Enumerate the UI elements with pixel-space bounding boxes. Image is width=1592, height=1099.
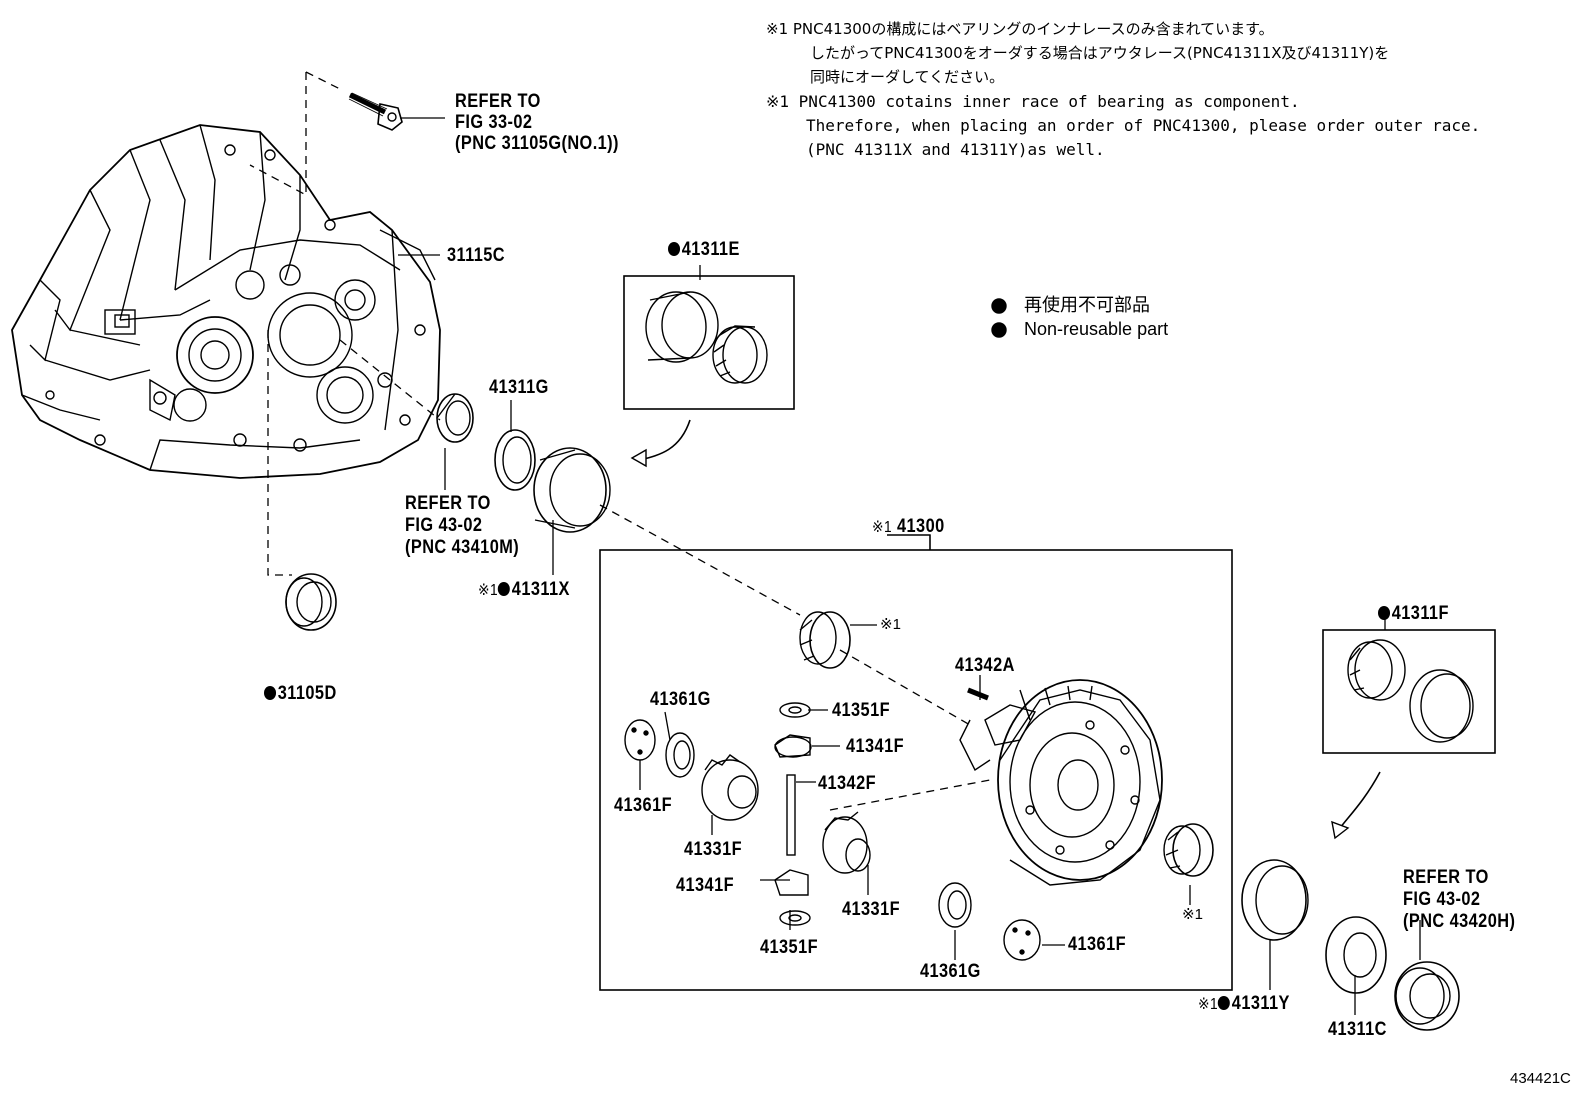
differential-assembly-box [599,534,1233,991]
label-41311c[interactable]: 41311C [1328,1019,1387,1040]
ref-seal-right-line-1: REFER TO [1403,867,1489,888]
ref-seal-left-line-3: (PNC 43410M) [405,537,520,558]
legend-jp: 再使用不可部品 [1024,295,1150,315]
ref-seal-right-line-2: FIG 43-02 [1403,889,1481,910]
leader-lines-dashed [249,71,991,811]
label-41311f[interactable]: 41311F [1378,604,1449,623]
right-bearing-parts-drawing [1241,859,1460,1031]
label-41311e[interactable]: 41311E [668,240,740,259]
label-41342a[interactable]: 41342A [955,655,1015,676]
label-41351f-top[interactable]: 41351F [832,700,891,721]
note-jp-line-3: 同時にオーダしてください。 [810,68,1005,86]
non-reusable-dot-icon [498,582,511,596]
label-41342f[interactable]: 41342F [818,773,877,794]
ref-bolt-line-3: (PNC 31105G(NO.1)) [455,133,619,154]
label-41331f-left[interactable]: 41331F [684,839,743,860]
label-31115c[interactable]: 31115C [447,245,506,266]
note-jp-line-2: したがってPNC41300をオーダする場合はアウタレース(PNC41311X及び… [810,44,1390,62]
legend-dot-jp [991,298,1007,314]
bearing-kit-41311e-drawing [623,275,795,468]
leader-lines [398,117,1421,1015]
figure-code: 434421C [1510,1070,1571,1087]
label-41361g-left[interactable]: 41361G [650,689,711,710]
non-reusable-dot-icon [1218,996,1231,1010]
differential-internals-drawing [624,702,1041,961]
ring-gear-drawing [959,679,1163,886]
transaxle-case-drawing [11,124,441,479]
label-41311g[interactable]: 41311G [489,377,549,398]
legend-dot-en [991,322,1007,338]
label-41361f-left[interactable]: 41361F [614,795,673,816]
label-41300[interactable]: ※1 41300 [872,516,945,537]
note-ref-lower-bearing: ※1 [1182,906,1203,923]
non-reusable-dot-icon [668,242,681,256]
non-reusable-dot-icon [264,686,277,700]
ref-bolt-line-2: FIG 33-02 [455,112,533,133]
note-jp-line-1: ※1 PNC41300の構成にはベアリングのインナレースのみ含まれています。 [766,20,1274,38]
bearing-kit-41311f-drawing [1322,629,1496,840]
inner-race-bearings-drawing [799,611,1214,877]
legend-en: Non-reusable part [1024,319,1169,339]
label-41351f-bottom[interactable]: 41351F [760,937,819,958]
label-41361g-right[interactable]: 41361G [920,961,981,982]
ref-bolt-line-1: REFER TO [455,91,541,112]
ref-seal-right-line-3: (PNC 43420H) [1403,911,1516,932]
note-en-line-3: (PNC 41311X and 41311Y)as well. [806,140,1105,159]
ref-seal-left-line-2: FIG 43-02 [405,515,483,536]
note-en-line-2: Therefore, when placing an order of PNC4… [806,116,1481,135]
note-en-line-1: ※1 PNC41300 cotains inner race of bearin… [766,92,1300,111]
label-41361f-right[interactable]: 41361F [1068,934,1127,955]
bolt-drawing [348,92,403,131]
left-bearing-parts-drawing [285,393,611,631]
ref-seal-left-line-1: REFER TO [405,493,491,514]
label-41341f-top[interactable]: 41341F [846,736,905,757]
label-31105d[interactable]: 31105D [264,684,337,703]
label-41331f-right[interactable]: 41331F [842,899,901,920]
non-reusable-dot-icon [1378,606,1391,620]
note-ref-upper-bearing: ※1 [880,616,901,633]
label-41341f-bottom[interactable]: 41341F [676,875,735,896]
